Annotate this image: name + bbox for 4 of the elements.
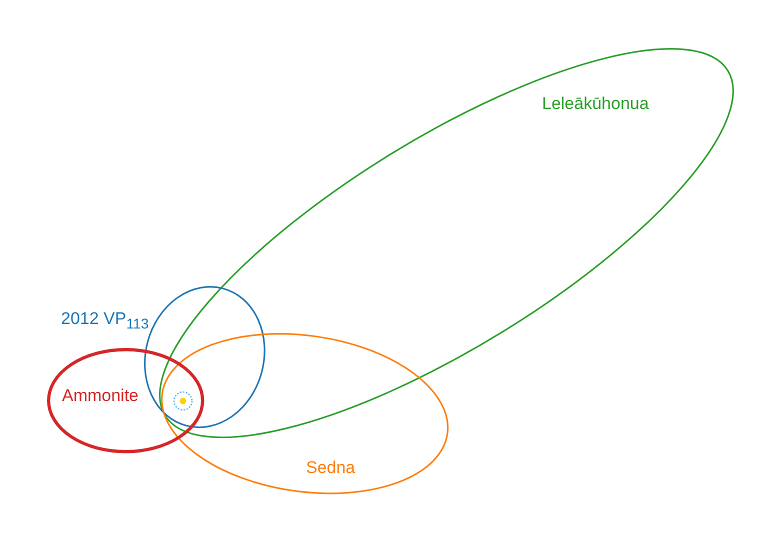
orbit-label: Leleākūhonua bbox=[542, 94, 649, 114]
orbit-label: 2012 VP$_{113}$ bbox=[61, 308, 149, 332]
orbit-label: Ammonite bbox=[62, 386, 139, 406]
orbit-label: Sedna bbox=[306, 458, 356, 478]
